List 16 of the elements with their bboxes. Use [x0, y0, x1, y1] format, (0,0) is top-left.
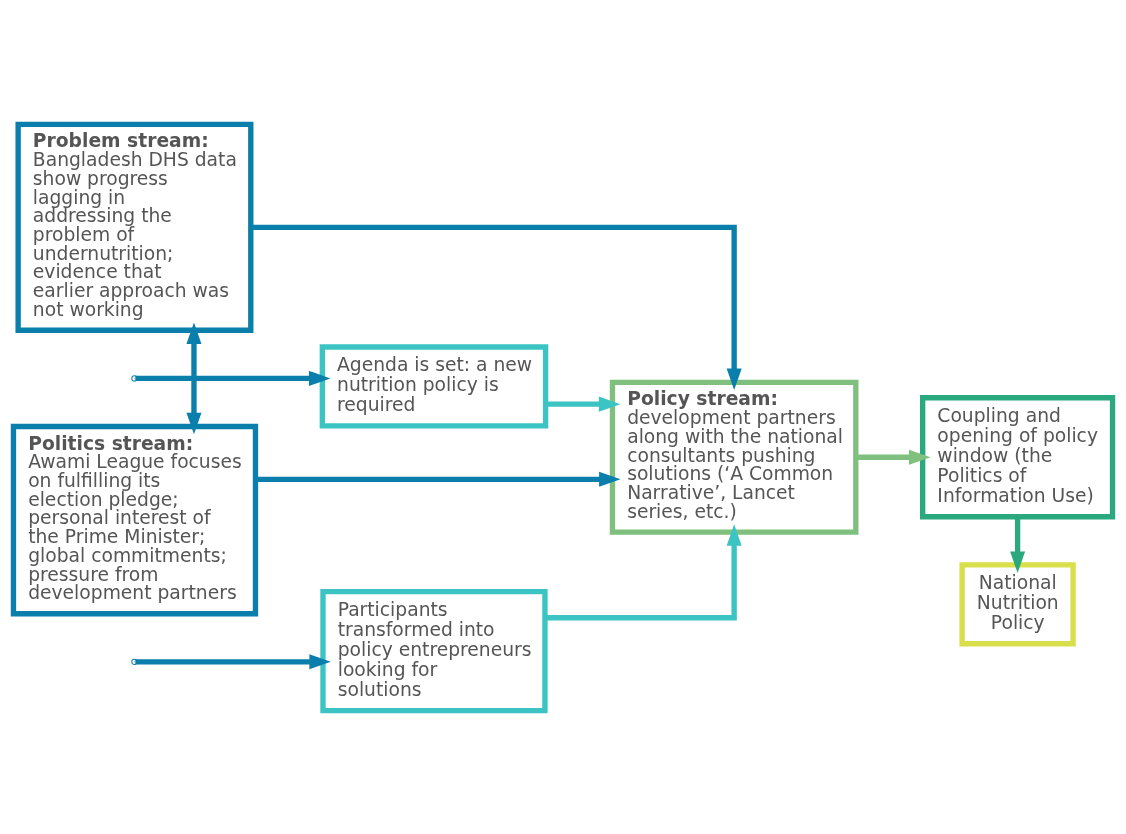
- arrow: [250, 224, 742, 390]
- arrow: [186, 321, 202, 434]
- node-box: Policy stream: development partners along with the national consultants pushing solutions (‘A Common Narrative’, Lancet series, etc.): [609, 379, 859, 535]
- arrow: [135, 653, 331, 669]
- arrow: [545, 523, 742, 620]
- node-box: National Nutrition Policy: [959, 561, 1076, 646]
- arrow: [255, 471, 621, 487]
- node-box: Agenda is set: a new nutrition policy is required: [319, 343, 549, 429]
- node-box: Coupling and opening of policy window (the Politics of Information Use): [920, 394, 1116, 519]
- node-box: Politics stream: Awami League focuses on fulfilling its election pledge; personal interest of the Prime Minister; global commitments; pressure from development partners: [10, 423, 259, 616]
- arrow: [856, 449, 931, 465]
- node-box: Problem stream: Bangladesh DHS data show progress lagging in addressing the problem of undernutrition; evidence that earlier approach was not working: [15, 121, 254, 333]
- arrow: [545, 396, 621, 412]
- node-box: Participants transformed into policy entrepreneurs looking for solutions: [320, 588, 548, 713]
- arrow: [135, 370, 331, 386]
- arrow: [1010, 516, 1026, 573]
